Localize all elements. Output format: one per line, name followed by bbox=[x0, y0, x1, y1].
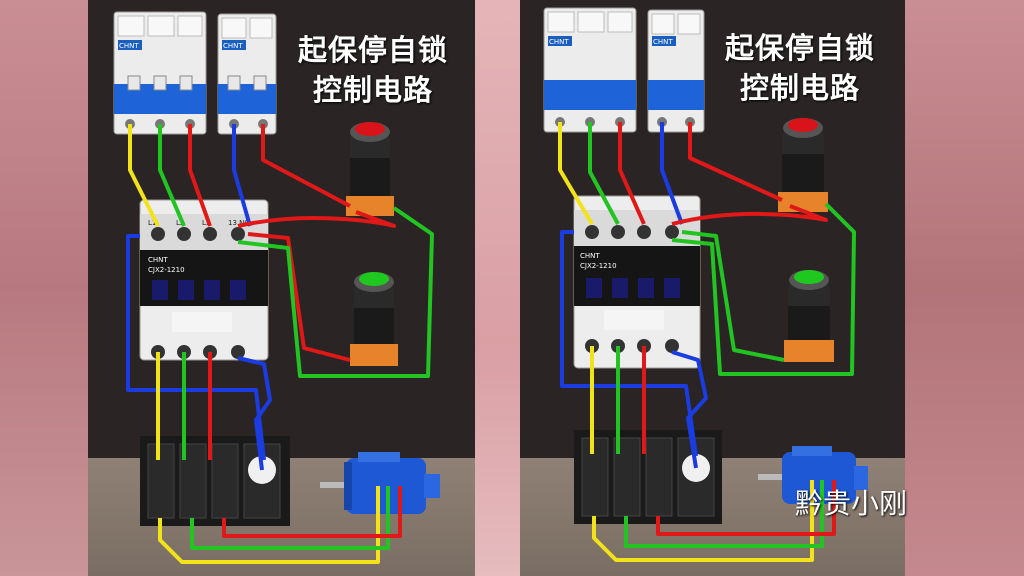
wiring-diagram-right: CHNT CHNT CHNT CJX2-1210 bbox=[543, 7, 868, 562]
author-watermark: 黔贵小刚 bbox=[795, 487, 908, 520]
contactor-model-label: CJX2-1210 bbox=[580, 262, 617, 270]
background-left bbox=[0, 0, 88, 576]
stop-button[interactable] bbox=[778, 118, 828, 212]
terminal-block bbox=[574, 430, 722, 524]
wires bbox=[558, 122, 856, 562]
wiring-diagram-left: CHNT CHNT L1 bbox=[113, 11, 440, 564]
terminal-label-13no: 13 NO bbox=[228, 219, 250, 227]
title-line-2: 控制电路 bbox=[312, 73, 433, 107]
ac-contactor: CHNT CJX2-1210 bbox=[573, 195, 701, 369]
contactor-brand-label: CHNT bbox=[148, 256, 168, 264]
title-line-1: 起保停自锁 bbox=[724, 31, 875, 65]
three-pole-breaker: CHNT bbox=[113, 11, 207, 135]
contactor-model-label: CJX2-1210 bbox=[148, 266, 185, 274]
two-pole-breaker: CHNT bbox=[647, 9, 705, 133]
diagram-title: 起保停自锁 控制电路 bbox=[283, 30, 463, 110]
breaker-brand-label-2: CHNT bbox=[223, 42, 243, 50]
background-right bbox=[905, 0, 1024, 576]
title-line-2: 控制电路 bbox=[739, 71, 860, 105]
electric-motor bbox=[758, 446, 868, 504]
two-pole-breaker: CHNT bbox=[217, 13, 277, 135]
title-line-1: 起保停自锁 bbox=[297, 33, 448, 67]
breaker-brand-label: CHNT bbox=[119, 42, 139, 50]
contactor-brand-label: CHNT bbox=[580, 252, 600, 260]
stop-button[interactable] bbox=[346, 122, 394, 216]
start-button[interactable] bbox=[784, 270, 834, 362]
background-middle bbox=[475, 0, 520, 576]
breaker-brand-label: CHNT bbox=[549, 38, 569, 46]
breaker-brand-label-2: CHNT bbox=[653, 38, 673, 46]
circuit-panel-left: CHNT CHNT L1 bbox=[88, 0, 475, 576]
terminal-label-l3: L3 bbox=[202, 219, 210, 227]
three-pole-breaker: CHNT bbox=[543, 7, 637, 133]
terminal-label-l2: L2 bbox=[176, 219, 184, 227]
terminal-label-l1: L1 bbox=[148, 219, 156, 227]
terminal-block bbox=[140, 436, 290, 526]
start-button[interactable] bbox=[350, 272, 398, 366]
wires bbox=[126, 124, 434, 564]
diagram-title: 起保停自锁 控制电路 bbox=[710, 28, 890, 108]
circuit-panel-right: CHNT CHNT CHNT CJX2-1210 bbox=[520, 0, 905, 576]
